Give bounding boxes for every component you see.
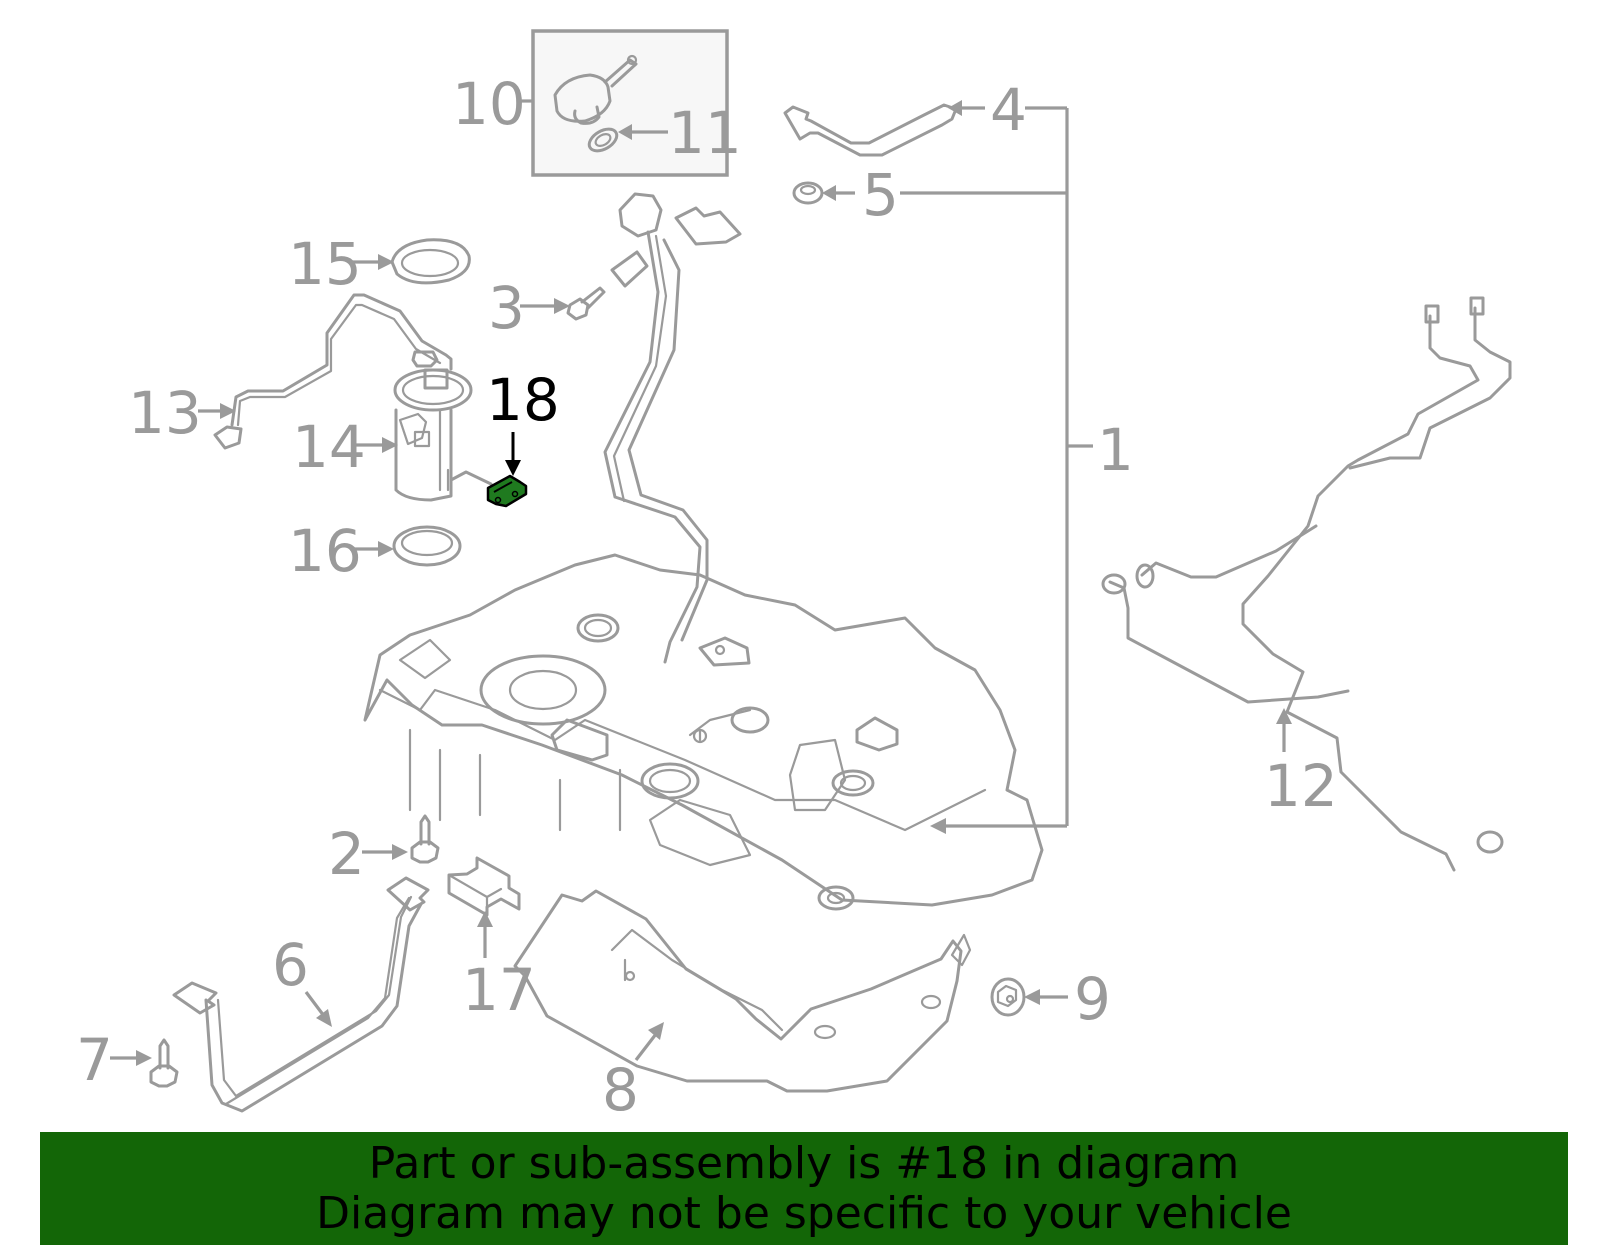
- grommet-icon: [792, 181, 824, 205]
- banner-part-note: Part or sub-assembly is #18 in diagram: [368, 1137, 1240, 1189]
- callout-17[interactable]: 17: [462, 956, 536, 1024]
- callout-8[interactable]: 8: [602, 1056, 639, 1124]
- connector-part-18-icon[interactable]: [486, 474, 528, 508]
- fuel-tank-icon: [363, 553, 1044, 911]
- callout-4[interactable]: 4: [990, 76, 1027, 144]
- callout-12[interactable]: 12: [1264, 752, 1338, 820]
- bolt-icon: [410, 814, 440, 864]
- callout-7[interactable]: 7: [76, 1026, 113, 1094]
- bolt-icon: [566, 286, 606, 321]
- callout-11[interactable]: 11: [668, 99, 742, 167]
- bracket-icon: [447, 856, 521, 917]
- callout-15[interactable]: 15: [288, 230, 362, 298]
- callout-2[interactable]: 2: [328, 820, 365, 888]
- hose-icon: [213, 293, 453, 450]
- callout-13[interactable]: 13: [128, 379, 202, 447]
- tank-strap-icon: [172, 876, 430, 1113]
- callout-6[interactable]: 6: [272, 931, 309, 999]
- fuel-lines-icon: [1101, 296, 1512, 872]
- callout-16[interactable]: 16: [288, 517, 362, 585]
- callout-9[interactable]: 9: [1074, 965, 1111, 1033]
- inset-box-cap: [531, 29, 729, 177]
- seal-ring-icon: [587, 127, 619, 153]
- nut-icon: [990, 977, 1026, 1017]
- vent-hose-icon: [783, 103, 958, 157]
- filler-neck-icon: [603, 192, 742, 664]
- banner-disclaimer: Diagram may not be specific to your vehi…: [316, 1187, 1292, 1239]
- info-banner: Part or sub-assembly is #18 in diagram D…: [40, 1132, 1568, 1245]
- callout-10[interactable]: 10: [452, 70, 526, 138]
- gasket-icon: [392, 525, 462, 567]
- heat-shield-icon: [513, 889, 972, 1093]
- callout-18[interactable]: 18: [486, 366, 560, 434]
- bolt-icon: [149, 1038, 179, 1088]
- fuel-cap-icon: [553, 54, 638, 125]
- fuel-pump-icon: [393, 368, 493, 502]
- callout-5[interactable]: 5: [862, 161, 899, 229]
- lock-ring-icon: [390, 238, 471, 285]
- callout-1[interactable]: 1: [1097, 416, 1134, 484]
- callout-14[interactable]: 14: [292, 413, 366, 481]
- callout-3[interactable]: 3: [488, 274, 525, 342]
